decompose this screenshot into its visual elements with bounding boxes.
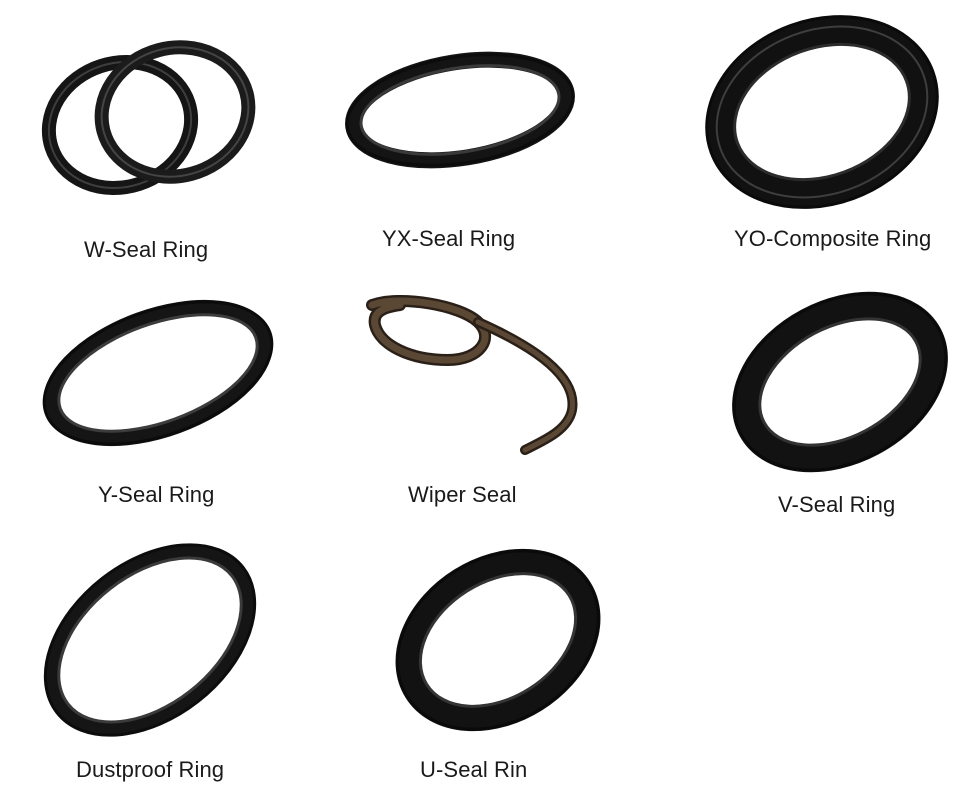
wiper-strip-icon xyxy=(366,295,578,455)
item-label: Dustproof Ring xyxy=(76,757,225,782)
item-yo-composite-ring: YO-Composite Ring xyxy=(690,0,970,270)
thick-seal-ring-icon xyxy=(395,548,601,732)
item-w-seal-ring: W-Seal Ring xyxy=(0,0,320,270)
item-label: U-Seal Rin xyxy=(420,757,528,782)
item-wiper-seal: Wiper Seal xyxy=(330,280,630,530)
double-o-ring-icon xyxy=(41,40,256,196)
thin-seal-ring-icon xyxy=(43,543,257,737)
thick-seal-ring-icon xyxy=(732,291,948,473)
item-label: YX-Seal Ring xyxy=(382,226,516,251)
item-label: Wiper Seal xyxy=(408,482,517,507)
item-dustproof-ring: Dustproof Ring xyxy=(0,540,320,806)
item-label: Y-Seal Ring xyxy=(98,482,215,507)
item-label: V-Seal Ring xyxy=(778,492,896,517)
item-label: W-Seal Ring xyxy=(84,237,209,262)
item-yx-seal-ring: YX-Seal Ring xyxy=(330,0,600,270)
item-v-seal-ring: V-Seal Ring xyxy=(710,280,970,530)
item-u-seal-ring: U-Seal Rin xyxy=(380,540,640,806)
item-label: YO-Composite Ring xyxy=(734,226,932,251)
composite-ring-icon xyxy=(705,15,939,209)
thin-seal-ring-icon xyxy=(42,299,274,447)
item-y-seal-ring: Y-Seal Ring xyxy=(0,280,320,530)
thin-seal-ring-icon xyxy=(345,51,575,169)
